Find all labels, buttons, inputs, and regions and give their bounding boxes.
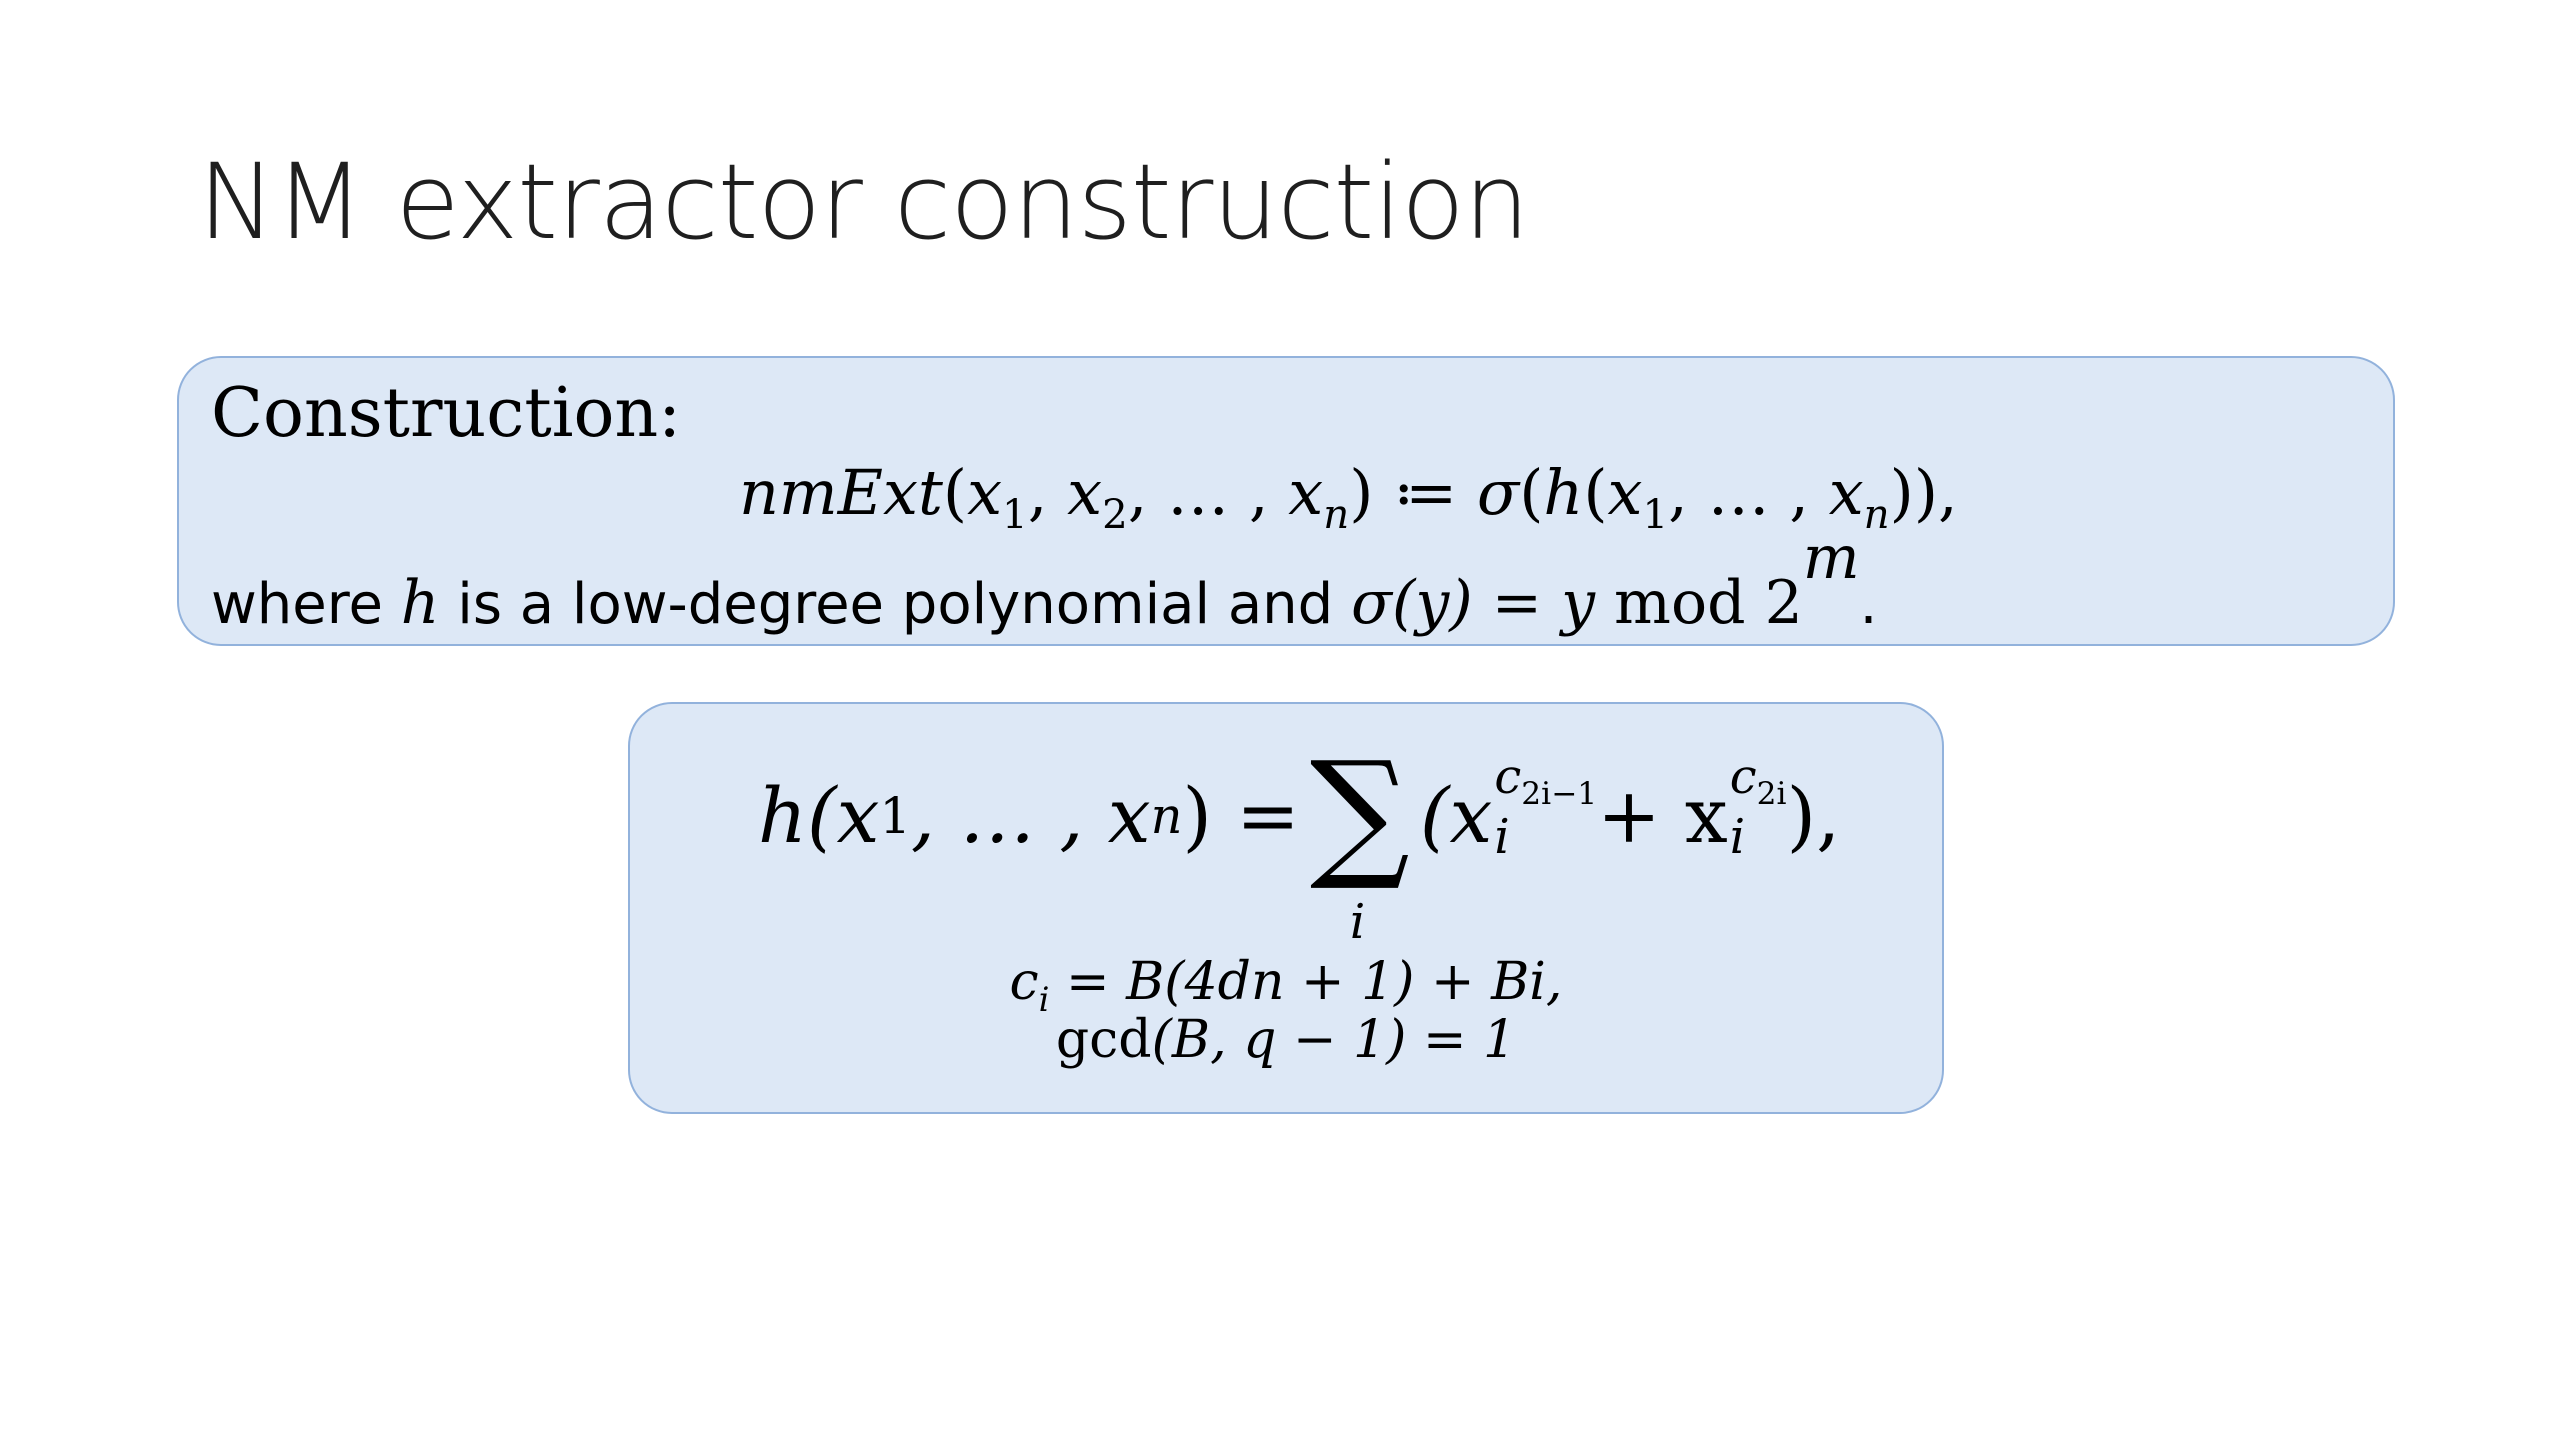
exponent-condition: ci = B(4dn + 1) + Bi,: [1009, 952, 1563, 1019]
construction-box: Construction: nmExt(x1, x2, … , xn) ≔ σ(…: [177, 356, 2395, 646]
gcd-condition: gcd(B, q − 1) = 1: [1055, 1010, 1517, 1070]
nmext-fn-name: nmExt: [739, 456, 943, 529]
sigma-expression: σ(y) = y: [1350, 568, 1595, 638]
where-explanation: where h is a low-degree polynomial and σ…: [211, 523, 1878, 638]
slide-title: NM extractor construction: [198, 141, 1530, 263]
summation-icon: ∑ i: [1309, 732, 1410, 950]
construction-heading: Construction:: [211, 374, 682, 453]
nmext-definition-formula: nmExt(x1, x2, … , xn) ≔ σ(h(x1, … , xn))…: [739, 456, 1958, 539]
